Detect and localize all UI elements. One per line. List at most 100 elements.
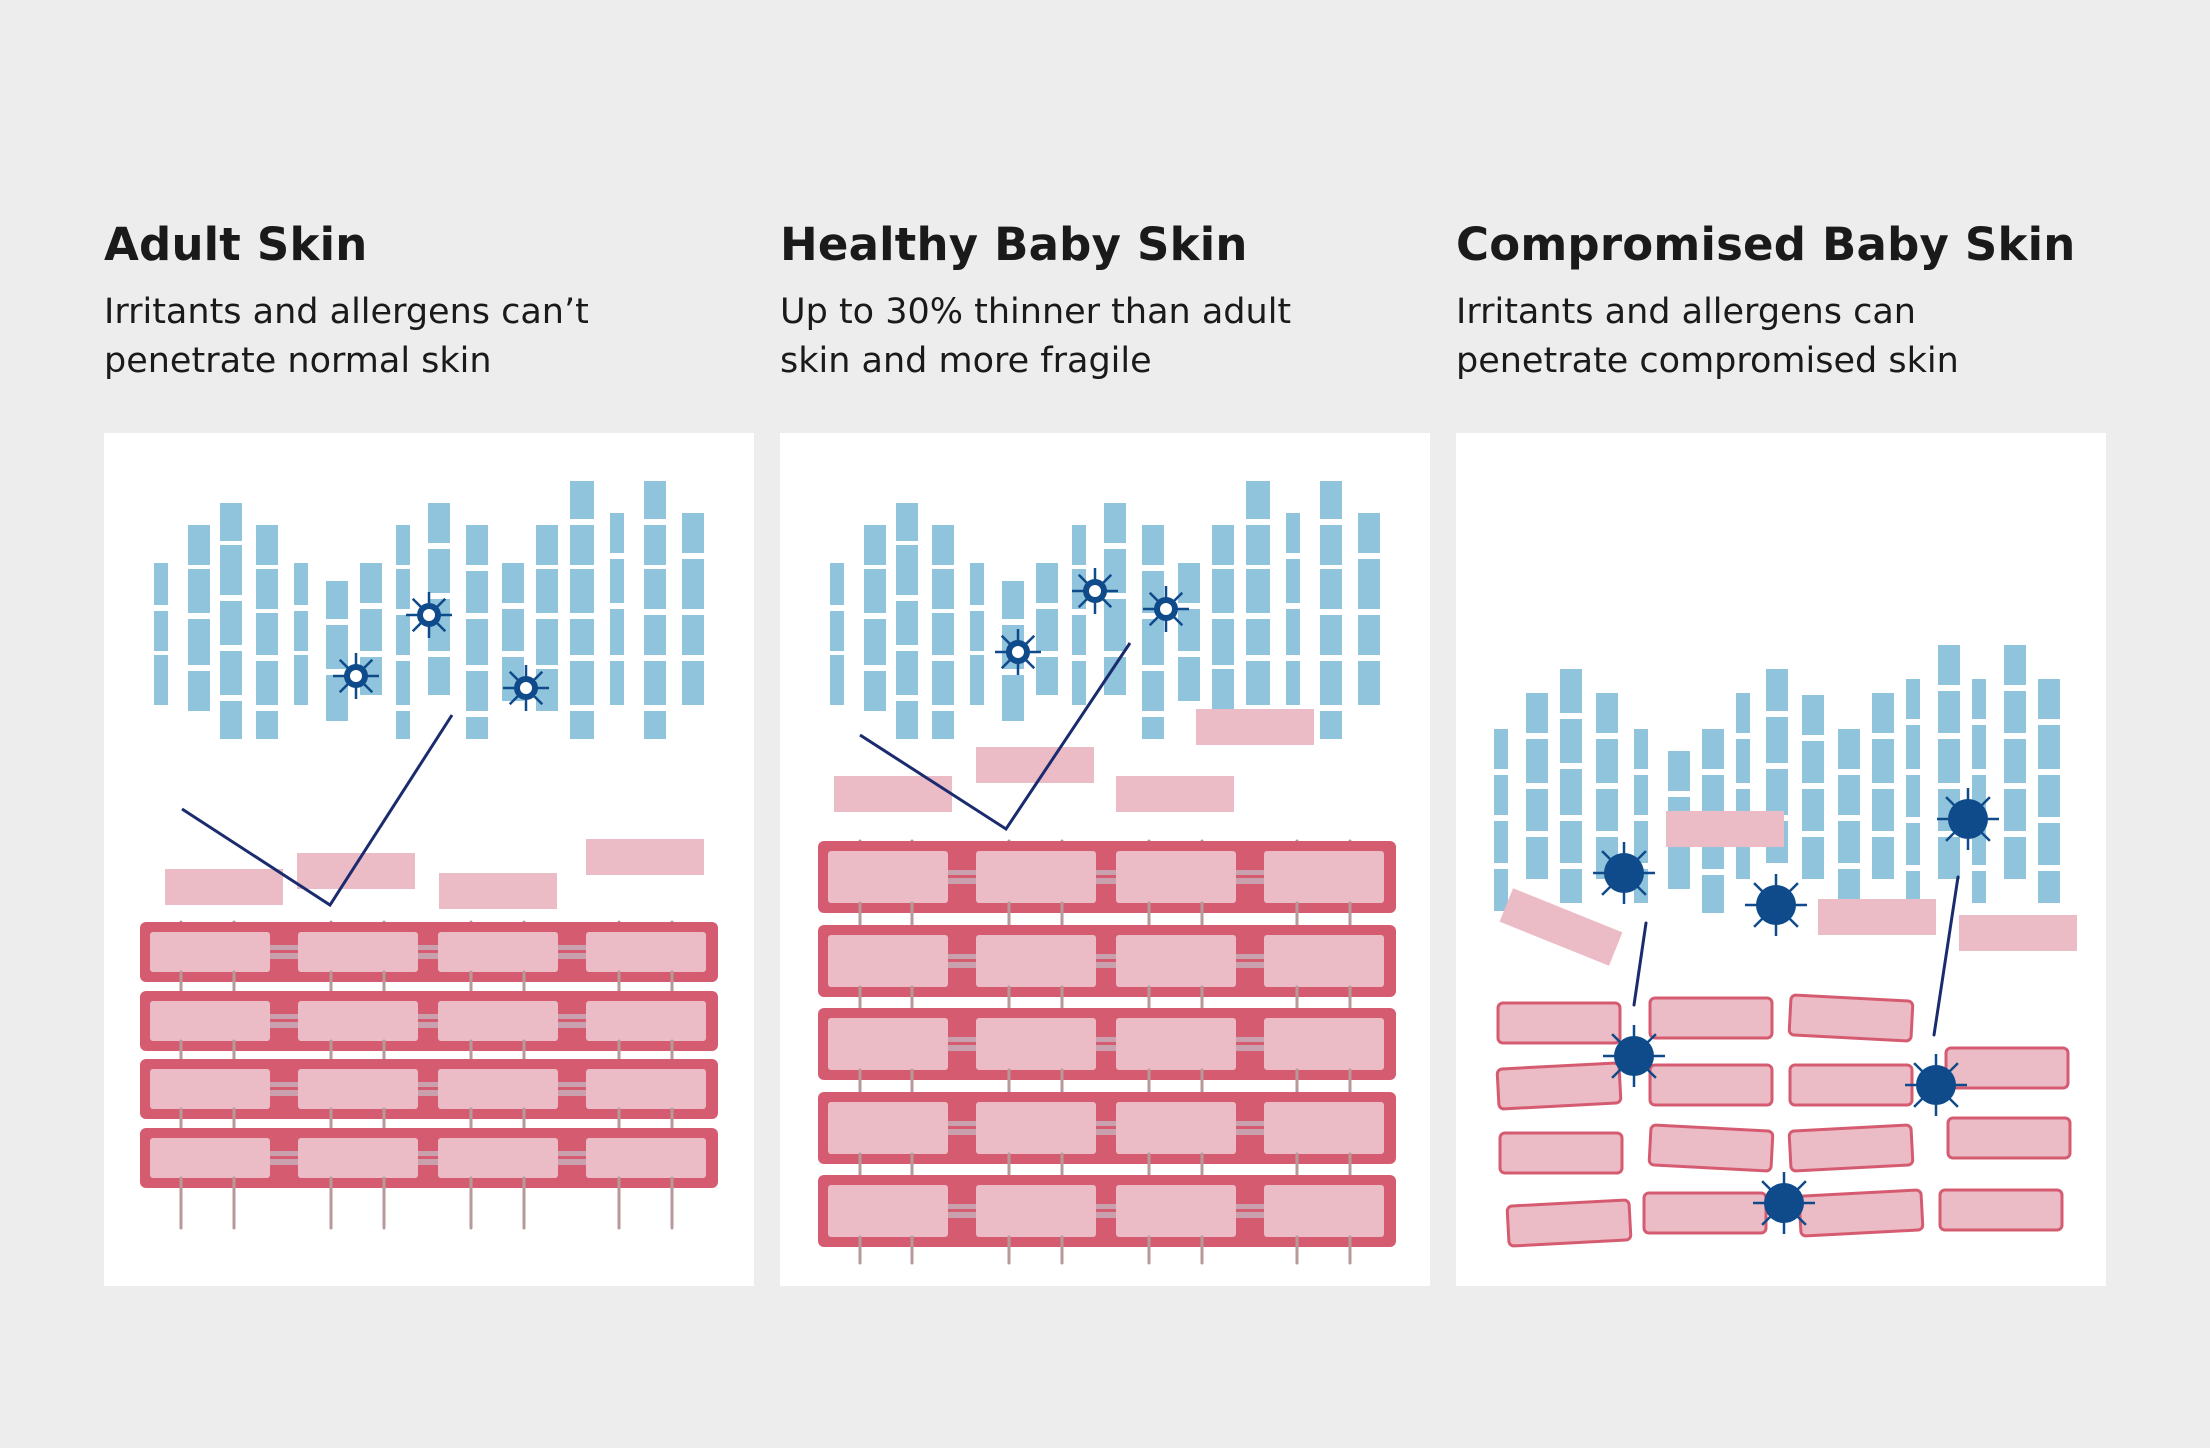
cell-link-gap <box>948 1209 976 1212</box>
loose-lipid-cell <box>1116 776 1234 812</box>
particle-spike <box>1979 830 1991 842</box>
corneocyte-flake <box>1142 671 1164 711</box>
corneocyte-flake <box>830 563 844 605</box>
particle-spike <box>1913 1062 1925 1074</box>
panel-description: Irritants and allergens can penetrate co… <box>1456 288 2096 386</box>
cell-link-gap <box>1236 959 1264 962</box>
loose-skin-cell <box>1505 1198 1633 1248</box>
corneocyte-flake <box>220 701 242 739</box>
corneocyte-flake <box>1036 563 1058 603</box>
corneocyte-flake <box>536 525 558 565</box>
skin-cell <box>150 1069 270 1109</box>
particle-core <box>1012 646 1024 658</box>
allergen-solid-icon <box>1745 874 1807 936</box>
corneocyte-flake <box>830 611 844 651</box>
corneocyte-flake <box>1838 869 1860 903</box>
corneocyte-flake <box>682 661 704 705</box>
skin-cell <box>298 932 418 972</box>
loose-lipid-cell <box>1818 899 1936 935</box>
loose-lipid-cell <box>1499 888 1623 966</box>
corneocyte-flake <box>610 559 624 603</box>
corneocyte-flake <box>1872 789 1894 831</box>
loose-skin-cell <box>1496 1001 1622 1045</box>
corneocyte-flake <box>830 655 844 705</box>
particle-spike <box>508 670 520 682</box>
corneocyte-flake <box>1906 679 1920 719</box>
corneocyte-flake <box>1494 821 1508 863</box>
corneocyte-flake <box>896 601 918 645</box>
corneocyte-flake <box>896 701 918 739</box>
corneocyte-flake <box>864 671 886 711</box>
particle-spike <box>435 621 447 633</box>
corneocyte-flake <box>1320 711 1342 739</box>
corneocyte-flake <box>428 549 450 593</box>
corneocyte-flake <box>536 669 558 711</box>
particle-spike <box>1947 1062 1959 1074</box>
skin-cell <box>438 1138 558 1178</box>
corneocyte-flake <box>396 661 410 705</box>
corneocyte-flake <box>1036 609 1058 651</box>
corneocyte-flake <box>1494 775 1508 815</box>
loose-skin-cell <box>1647 1123 1775 1173</box>
cell-link-gap <box>948 1126 976 1129</box>
corneocyte-flake <box>2038 775 2060 817</box>
particle-spike <box>1753 916 1765 928</box>
corneocyte-flake <box>1838 821 1860 863</box>
particle-spike <box>1787 882 1799 894</box>
corneocyte-flake <box>1938 645 1960 685</box>
description-line: skin and more fragile <box>780 341 1152 381</box>
corneocyte-flake <box>1246 481 1270 519</box>
skin-cell <box>1116 935 1236 987</box>
corneocyte-flake <box>1526 693 1548 733</box>
loose-lipid-cell <box>297 853 415 889</box>
corneocyte-flake <box>466 619 488 665</box>
loose-lipid-cell <box>439 873 557 909</box>
corneocyte-flake <box>396 525 410 565</box>
particle-spike <box>508 694 520 706</box>
corneocyte-flake <box>1178 657 1200 701</box>
description-line: Up to 30% thinner than adult <box>780 292 1292 332</box>
corneocyte-flake <box>188 525 210 565</box>
skin-cell <box>438 1069 558 1109</box>
corneocyte-flake <box>644 481 666 519</box>
corneocyte-flake <box>2038 871 2060 903</box>
skin-cell <box>298 1001 418 1041</box>
cell-link-gap <box>1096 1209 1116 1212</box>
loose-lipid-cell <box>976 747 1094 783</box>
allergen-ring-icon <box>1072 568 1118 614</box>
loose-skin-cell <box>1498 1131 1624 1175</box>
skin-cell <box>828 851 948 903</box>
healthy-baby-skin-diagram <box>818 481 1396 1265</box>
corneocyte-flake <box>644 615 666 655</box>
corneocyte-flake <box>1838 775 1860 815</box>
corneocyte-flake <box>1246 569 1270 613</box>
panel-compromised-baby-skin: Compromised Baby Skin Irritants and alle… <box>1456 0 2106 1448</box>
penetration-path-line <box>1632 921 1648 1007</box>
particle-core <box>1089 585 1101 597</box>
skin-cell <box>828 1102 948 1154</box>
particle-spike <box>1635 850 1647 862</box>
corneocyte-flake <box>570 619 594 655</box>
allergen-solid-icon <box>1937 788 1999 850</box>
corneocyte-flake <box>1104 599 1126 651</box>
particle-spike <box>338 658 350 670</box>
corneocyte-flake <box>1320 661 1342 705</box>
particle-body <box>1756 885 1796 925</box>
cell-link-gap <box>1096 1126 1116 1129</box>
corneocyte-flake <box>360 563 382 603</box>
allergen-ring-icon <box>333 653 379 699</box>
corneocyte-flake <box>610 513 624 553</box>
cell-link-gap <box>418 950 438 953</box>
corneocyte-flake <box>502 563 524 603</box>
corneocyte-flake <box>188 569 210 613</box>
corneocyte-flake <box>970 563 984 605</box>
loose-skin-cell <box>1648 1063 1774 1107</box>
cell-link-gap <box>948 959 976 962</box>
corneocyte-flake <box>1320 481 1342 519</box>
particle-spike <box>532 694 544 706</box>
corneocyte-flake <box>154 563 168 605</box>
loose-lipid-cell <box>1666 811 1784 847</box>
corneocyte-flake <box>1142 619 1164 665</box>
loose-lipid-cell <box>1959 915 2077 951</box>
particle-spike <box>1601 850 1613 862</box>
